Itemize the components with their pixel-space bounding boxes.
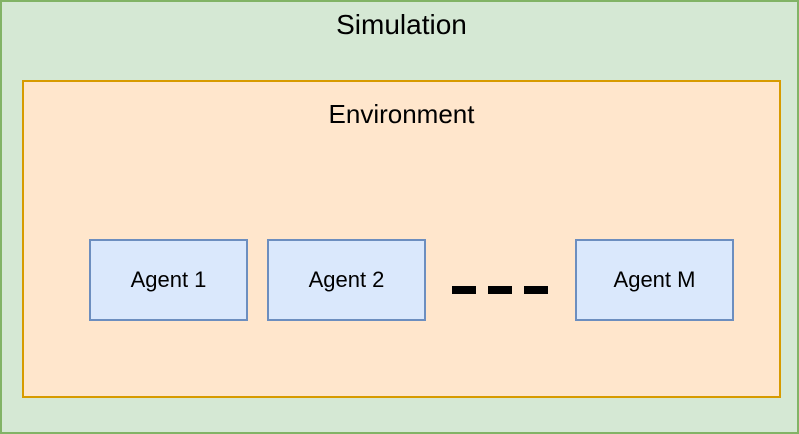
agent-label: Agent M xyxy=(613,267,696,292)
environment-title: Environment xyxy=(328,99,475,129)
agent-box-m: Agent M xyxy=(575,239,734,321)
simulation-title: Simulation xyxy=(336,9,467,40)
environment-container: Environment Agent 1 Agent 2 Agent M xyxy=(22,80,781,398)
agent-label: Agent 1 xyxy=(130,267,207,292)
agent-label: Agent 2 xyxy=(308,267,385,292)
agent-box-2: Agent 2 xyxy=(267,239,426,321)
dash-icon xyxy=(488,286,512,294)
agent-box-1: Agent 1 xyxy=(89,239,248,321)
dash-icon xyxy=(452,286,476,294)
dash-icon xyxy=(524,286,548,294)
ellipsis-dashes-icon xyxy=(452,280,548,300)
